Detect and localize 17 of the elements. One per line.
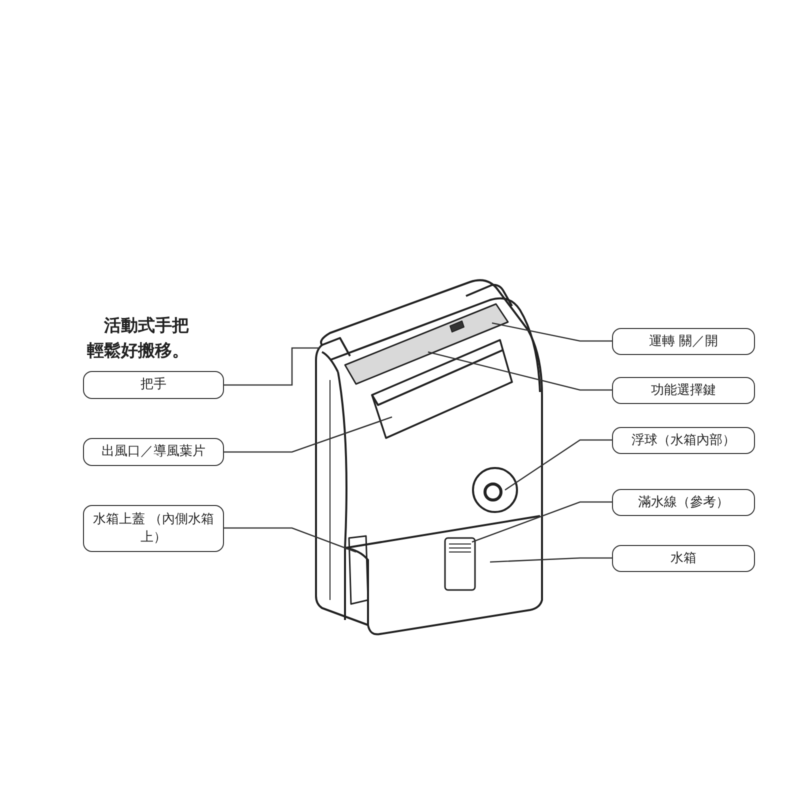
callout-label: 水箱上蓋 （內側水箱上） [83, 505, 224, 552]
leader-line [224, 416, 392, 453]
callout-label: 運轉 關／開 [612, 328, 755, 355]
callout-label: 功能選擇鍵 [612, 377, 755, 404]
callout-label: 浮球（水箱內部） [612, 427, 755, 454]
leader-line [472, 501, 612, 543]
leader-line [224, 347, 320, 386]
leader-line [492, 322, 612, 342]
callout-label: 滿水線（參考） [612, 489, 755, 516]
leader-line [224, 527, 356, 553]
leader-line [490, 557, 612, 563]
callout-label: 把手 [83, 371, 224, 399]
callout-label: 水箱 [612, 545, 755, 572]
callout-label: 出風口／導風葉片 [83, 438, 224, 466]
feature-note: 活動式手把輕鬆好搬移。 [87, 315, 189, 363]
leader-line [428, 351, 612, 391]
leader-line [504, 439, 612, 491]
